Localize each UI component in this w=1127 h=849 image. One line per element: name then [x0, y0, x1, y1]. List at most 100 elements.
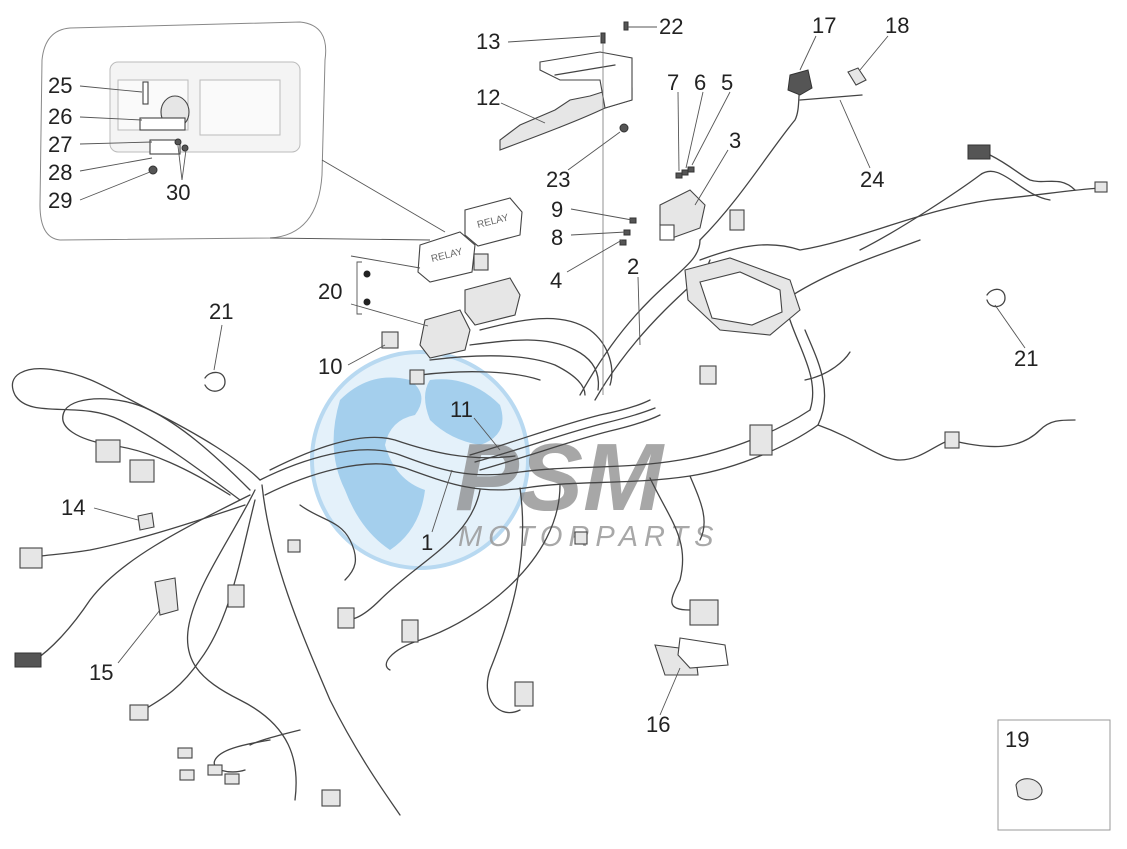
part-21-clamp-left: [204, 371, 226, 392]
harness-bottom-i: [689, 475, 705, 541]
harness-to-long-right: [699, 187, 1101, 261]
harness-trunk-c: [269, 436, 516, 471]
callout-12: 12: [476, 85, 500, 110]
harness-upper-a: [579, 239, 701, 396]
callout-24: 24: [860, 167, 884, 192]
inset-pointer-2: [269, 237, 431, 241]
harness-right-long: [949, 419, 1076, 448]
part-7-fuse: [675, 172, 683, 179]
callout-30: 30: [166, 180, 190, 205]
callout-2: 2: [627, 254, 639, 279]
part-3-fuse-holder: [659, 189, 706, 241]
callout-6: 6: [694, 70, 706, 95]
connector-right-2: [749, 424, 773, 456]
connector-small-mid: [287, 539, 301, 553]
connector-right-5: [967, 144, 991, 160]
connector-right-1: [699, 365, 717, 385]
callout-8: 8: [551, 225, 563, 250]
part-24-cable: [799, 94, 863, 101]
connector-left-4: [14, 652, 42, 668]
harness-bottom-e: [486, 487, 524, 714]
harness-bundle-11b: [474, 407, 656, 463]
harness-bottom-f: [385, 484, 561, 671]
harness-right-up-to-ecu: [784, 239, 921, 301]
callout-5: 5: [721, 70, 733, 95]
inset-bracket-lower: [149, 139, 181, 155]
callout-15: 15: [89, 660, 113, 685]
connector-mid-4: [514, 681, 534, 707]
connector-right-3: [729, 209, 745, 231]
callout-13: 13: [476, 29, 500, 54]
callout-27: 27: [48, 132, 72, 157]
connector-small-2: [574, 531, 588, 545]
part-12-cover: [499, 51, 633, 151]
part-9-fuse: [629, 217, 637, 224]
part-5-fuse: [687, 166, 695, 173]
callout-11: 11: [450, 397, 473, 422]
callout-17: 17: [812, 13, 836, 38]
harness-bottom-b: [186, 489, 297, 801]
part-16-connector: [654, 637, 729, 676]
watermark-tagline: MOTORPARTS: [458, 521, 719, 553]
part-23-nut: [619, 123, 629, 133]
part-6-fuse: [681, 169, 689, 176]
connector-mid-6: [409, 369, 425, 385]
connector-left-3: [19, 547, 43, 569]
callout-29: 29: [48, 188, 72, 213]
part-14-cap: [137, 512, 155, 531]
callout-9: 9: [551, 197, 563, 222]
harness-to-connector-right: [859, 170, 1051, 251]
part-15-connector: [154, 577, 179, 616]
harness-lower-left-curl: [213, 739, 271, 773]
ecu-body: [684, 257, 801, 336]
callouts: 1 2 3 4 5 6 7 8 9 10 11 12 13 14 15 16 1…: [48, 13, 1038, 752]
harness-fusebox-b: [469, 339, 600, 391]
harness-bottom-h: [649, 477, 691, 611]
leader-lines: [79, 26, 1026, 716]
harness-fusebox-d: [419, 371, 541, 381]
callout-25: 25: [48, 73, 72, 98]
part-22-screw: [623, 21, 629, 31]
inset-bolt: [142, 81, 149, 105]
callout-3: 3: [729, 128, 741, 153]
callout-23: 23: [546, 167, 570, 192]
callout-22: 22: [659, 14, 683, 39]
connector-left-1: [95, 439, 121, 463]
inset-screw-2: [181, 144, 189, 152]
part-10-relay: [381, 331, 399, 349]
harness-right-wiggle: [989, 154, 1076, 191]
callout-28: 28: [48, 160, 72, 185]
connector-bottom-right: [689, 599, 719, 626]
callout-10: 10: [318, 354, 342, 379]
terminal-cluster: [177, 747, 240, 785]
harness-branch-far-right: [817, 424, 951, 461]
connector-right-4: [944, 431, 960, 449]
inset-relay-right: [199, 79, 281, 136]
harness-bundle-11a: [469, 399, 651, 456]
connector-mid-2: [337, 607, 355, 629]
part-13-screw: [600, 32, 606, 44]
callout-19: 19: [1005, 727, 1029, 752]
callout-7: 7: [667, 70, 679, 95]
connector-right-6: [1094, 181, 1108, 193]
connector-left-2: [129, 459, 155, 483]
connector-mid-3: [401, 619, 419, 643]
part-21-clamp-right: [986, 288, 1006, 308]
part-4-fuse: [619, 239, 627, 246]
callout-4: 4: [550, 268, 562, 293]
harness-left-loop-2: [62, 398, 251, 496]
harness-branch-right-up-2: [804, 329, 826, 426]
part-18-cap: [847, 67, 867, 86]
inset-pointer-1: [321, 159, 446, 233]
callout-14: 14: [61, 495, 85, 520]
harness-fusebox-a: [479, 317, 613, 386]
harness-trunk-a: [259, 409, 811, 481]
connector-left-5: [129, 704, 149, 721]
watermark-brand: PSM: [455, 424, 665, 531]
harness-branch-right-connector: [804, 351, 851, 381]
part-20-relays: RELAY RELAY: [417, 197, 523, 283]
harness-lower-to-cluster: [249, 729, 301, 746]
harness-bottom-c: [34, 494, 251, 661]
callout-26: 26: [48, 104, 72, 129]
